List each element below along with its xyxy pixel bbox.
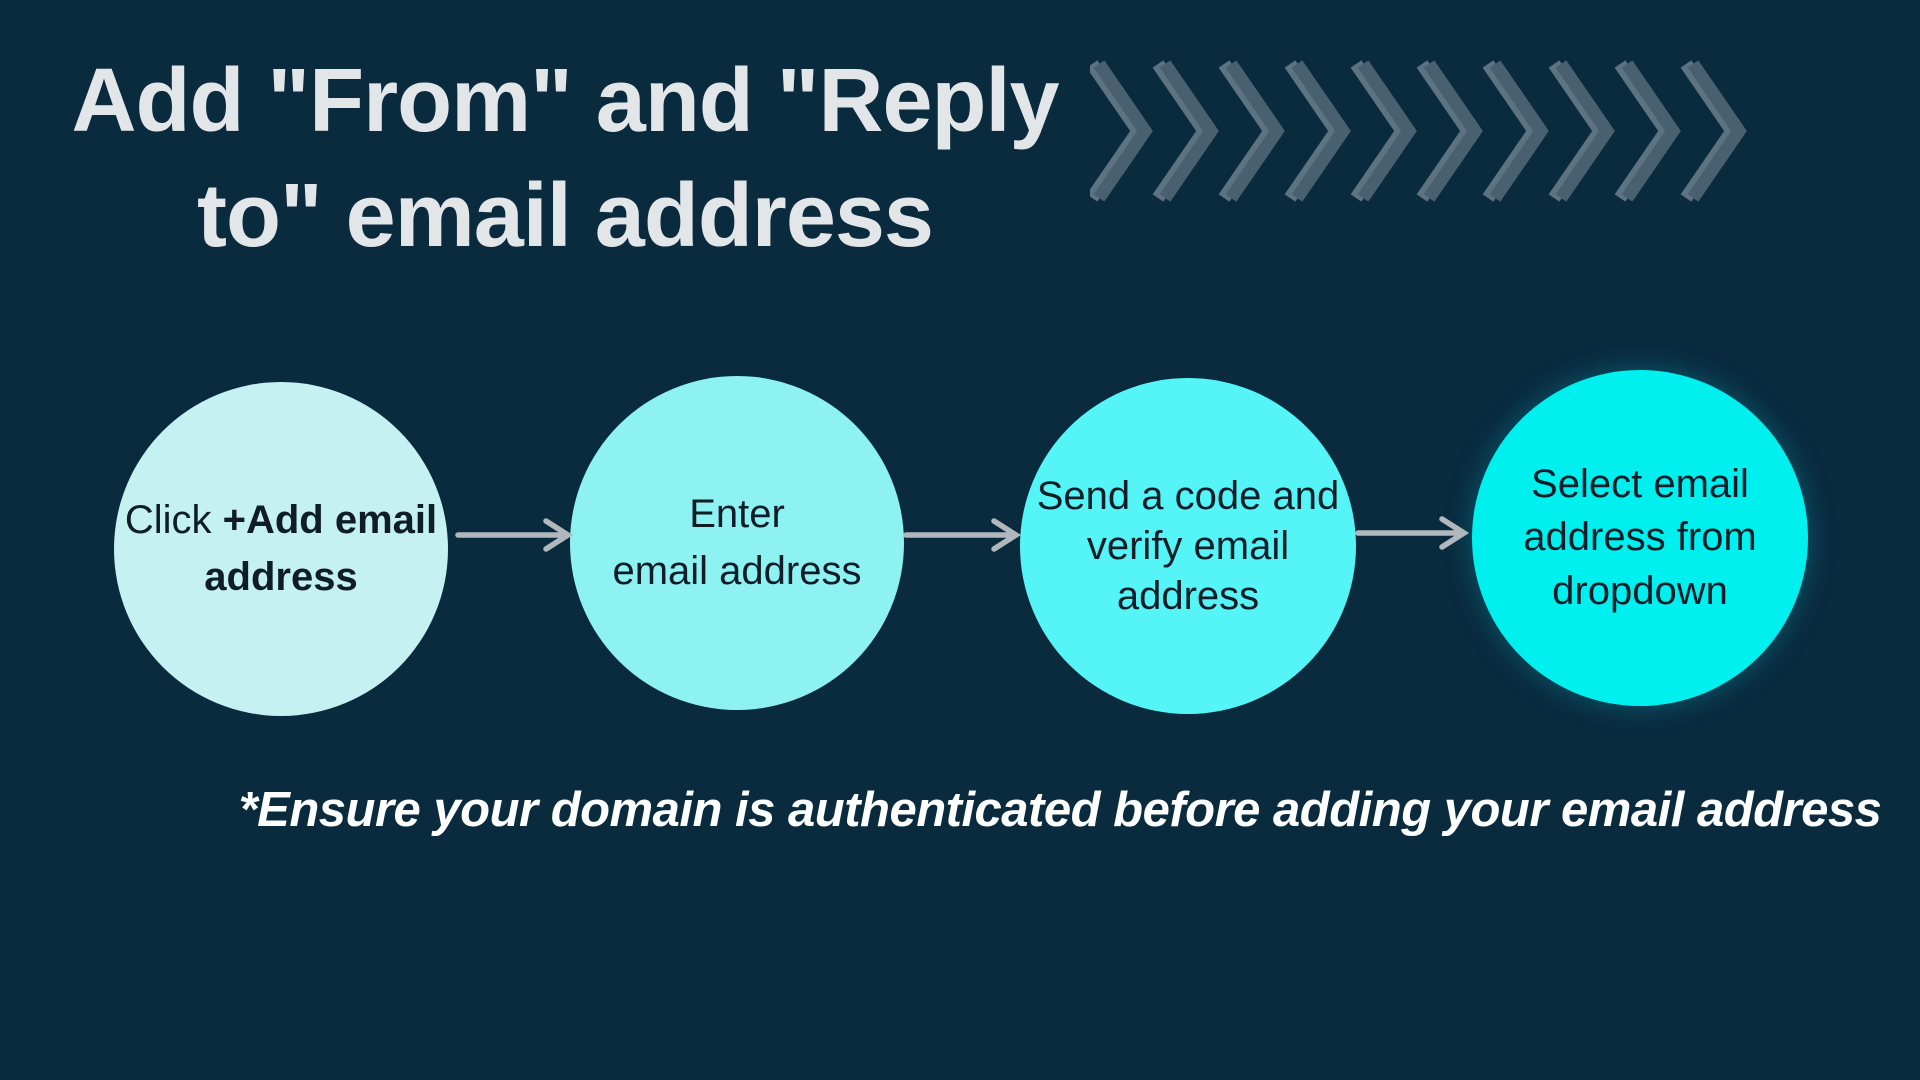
chevron-right-icon	[1224, 64, 1277, 198]
step-1-text-normal: Click	[124, 498, 223, 543]
chevron-right-icon	[1554, 64, 1607, 198]
page-title: Add "From" and "Reply to" email address	[70, 44, 1060, 274]
page-title-line1: Add "From" and "Reply	[71, 51, 1059, 151]
chevron-right-icon	[1092, 64, 1145, 198]
step-circle-click-add-email: Click +Add email address	[114, 382, 448, 716]
arrow-right-icon	[455, 518, 574, 552]
chevron-right-icon	[1290, 64, 1343, 198]
step-1-text-bold2: address	[204, 555, 358, 599]
step-circle-send-code-verify: Send a code and verify email address	[1020, 378, 1356, 714]
arrow-right-icon	[1355, 516, 1470, 550]
step-2-label: Enter email address	[612, 492, 862, 593]
chevron-right-icon	[1620, 64, 1673, 198]
step-1-label: Click +Add email address	[125, 492, 437, 606]
step-1-text-bold: +Add email	[222, 498, 438, 543]
step-3-label: Send a code and verify email address	[1036, 474, 1340, 618]
page-title-line2: to" email address	[197, 166, 934, 266]
chevron-right-icon	[1158, 64, 1211, 198]
chevron-right-icon	[1488, 64, 1541, 198]
step-4-label: Select email address from dropdown	[1523, 462, 1757, 613]
step-circle-enter-email: Enter email address	[570, 376, 904, 710]
arrow-right-icon	[903, 518, 1022, 552]
chevron-right-icon	[1422, 64, 1475, 198]
footer-note: *Ensure your domain is authenticated bef…	[238, 783, 1882, 837]
step-circle-select-dropdown: Select email address from dropdown	[1472, 370, 1808, 706]
chevron-decoration	[1090, 58, 1760, 206]
chevron-right-icon	[1356, 64, 1409, 198]
chevron-right-icon	[1686, 64, 1739, 198]
